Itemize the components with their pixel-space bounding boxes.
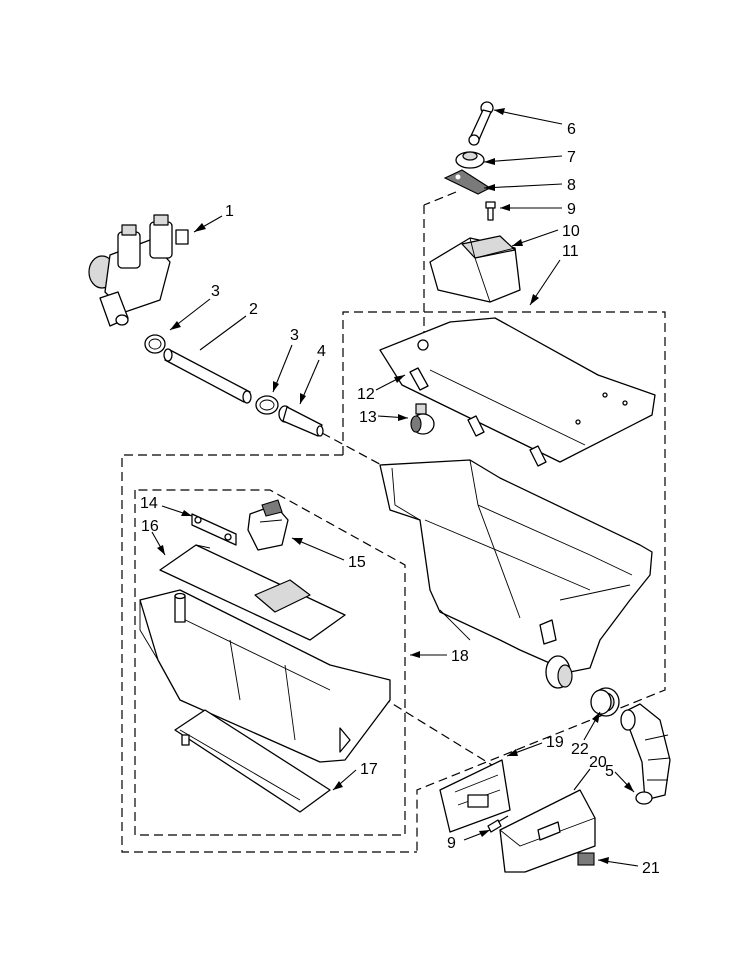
callout-5: 5 [605, 763, 614, 780]
connector-tube [278, 405, 324, 437]
callout-7: 7 [567, 149, 576, 166]
callout-12: 12 [357, 386, 375, 403]
drawer-centerline [369, 689, 501, 771]
callout-1: 1 [225, 203, 234, 220]
hose-clamp-left [144, 334, 166, 354]
callout-19: 19 [546, 734, 564, 751]
callout-3-left: 3 [211, 283, 220, 300]
inlet-hose [163, 348, 252, 404]
actuator-lever [468, 101, 494, 146]
grommet-seal [590, 687, 620, 717]
callout-16: 16 [141, 518, 159, 535]
callout-8: 8 [567, 177, 576, 194]
callout-9-lower: 9 [447, 835, 456, 852]
front-trim-cover [499, 789, 596, 873]
callout-3-right: 3 [290, 327, 299, 344]
callout-21: 21 [642, 860, 660, 877]
callout-13: 13 [359, 409, 377, 426]
group-outline-drawer [134, 489, 406, 836]
callout-17: 17 [360, 761, 378, 778]
drain-hose-elbow [620, 703, 671, 805]
callout-9-upper: 9 [567, 201, 576, 218]
callout-6: 6 [567, 121, 576, 138]
callout-18: 18 [451, 648, 469, 665]
drawer-handle-front [174, 709, 331, 813]
label-tag [577, 852, 595, 866]
callout-11: 11 [562, 243, 579, 260]
callout-4: 4 [317, 343, 326, 360]
front-mount-bracket [439, 759, 511, 833]
callout-15: 15 [348, 554, 366, 571]
dispenser-housing [379, 459, 653, 689]
callout-10: 10 [562, 223, 580, 240]
leader-lines [151, 108, 639, 867]
water-inlet-valve [88, 214, 189, 327]
callout-14: 14 [140, 495, 158, 512]
dispenser-drawer [139, 579, 391, 763]
dispenser-top-cover [379, 317, 656, 467]
callout-2: 2 [249, 301, 258, 318]
callout-20: 20 [589, 754, 607, 771]
adjustment-knob [410, 403, 435, 435]
latch-clip [191, 513, 237, 546]
diverter-motor [429, 235, 521, 303]
mount-centerline [423, 191, 457, 206]
callout-22: 22 [571, 741, 589, 758]
cam-gear [455, 151, 485, 169]
siphon-cap [247, 499, 289, 551]
group-outline-housing [342, 311, 666, 852]
drawer-cover-panel [159, 544, 346, 641]
screw-upper [485, 201, 496, 221]
hose-clamp-right [255, 395, 279, 415]
mounting-gasket-plate [443, 169, 492, 195]
